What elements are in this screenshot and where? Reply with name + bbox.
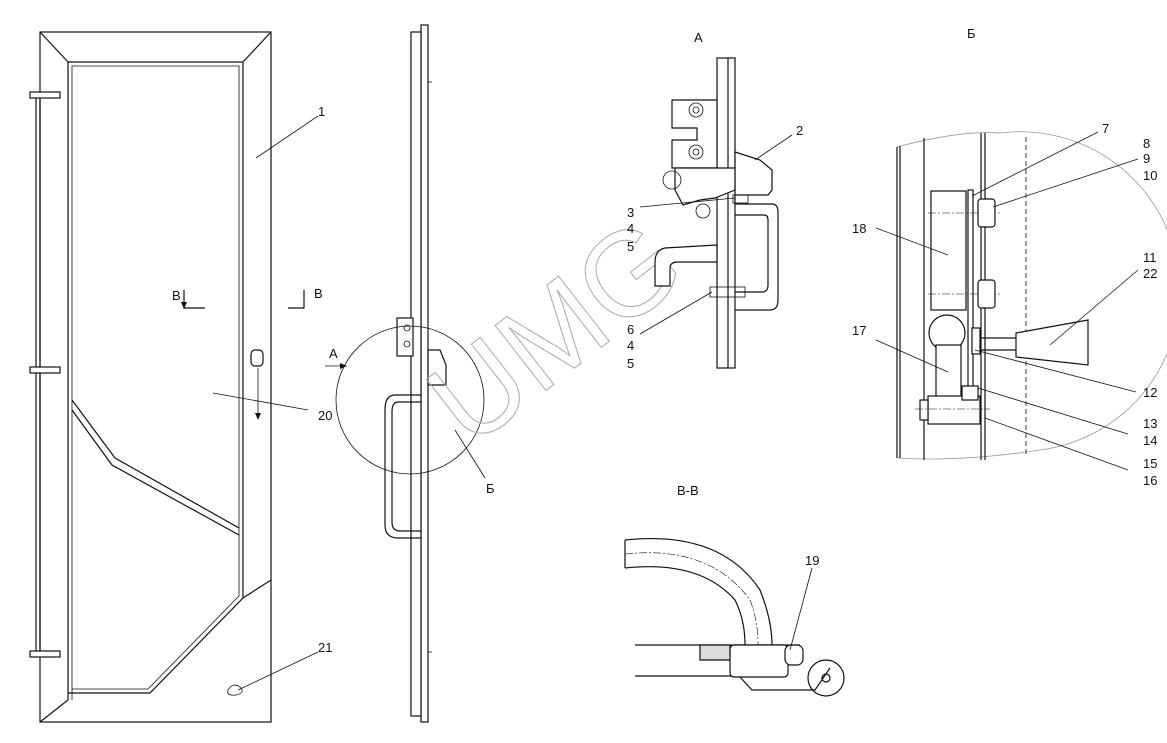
callout-21: 21 [318,640,332,655]
hinge [29,650,61,658]
callout-4b: 4 [627,338,634,353]
view-a: А 2 3 4 5 6 4 5 [627,30,803,371]
callout-10: 10 [1143,168,1157,183]
callout-19: 19 [805,553,819,568]
callout-9: 9 [1143,151,1150,166]
lock-cylinder [227,684,243,696]
callout-13: 13 [1143,416,1157,431]
callout-6: 6 [627,322,634,337]
callout-16: 16 [1143,473,1157,488]
callout-8: 8 [1143,136,1150,151]
callout-3: 3 [627,205,634,220]
door-handle [250,349,264,367]
callout-18: 18 [852,221,866,236]
callout-15: 15 [1143,456,1157,471]
lock-mechanism [396,317,414,357]
callout-4: 4 [627,221,634,236]
callout-12: 12 [1143,385,1157,400]
callout-11: 11 [1143,250,1157,265]
detail-b-label: Б [486,481,495,496]
callout-1: 1 [318,104,325,119]
door-side-view: А Б [325,24,495,723]
callout-5: 5 [627,239,634,254]
section-mark-right: В [314,286,323,301]
section-title: В-В [677,483,699,498]
lever-handle [1015,319,1089,366]
callout-20: 20 [318,408,332,423]
callout-2: 2 [796,123,803,138]
view-a-title: А [694,30,703,45]
callout-22: 22 [1143,266,1157,281]
detail-b-circle [335,325,485,475]
view-b: Б 7 8 9 10 18 11 22 17 12 13 14 15 16 [852,26,1167,488]
callout-7: 7 [1102,121,1109,136]
hinge [29,91,61,99]
callout-17: 17 [852,323,866,338]
hinge [29,366,61,374]
door-front-view: В В 1 20 21 [29,31,332,723]
callout-14: 14 [1143,433,1157,448]
view-b-title: Б [967,26,976,41]
section-mark-left: В [172,288,181,303]
section-v-v: В-В 19 [624,483,845,697]
view-a-arrow-label: А [329,346,338,361]
watermark: UMG [404,193,707,471]
callout-5b: 5 [627,356,634,371]
